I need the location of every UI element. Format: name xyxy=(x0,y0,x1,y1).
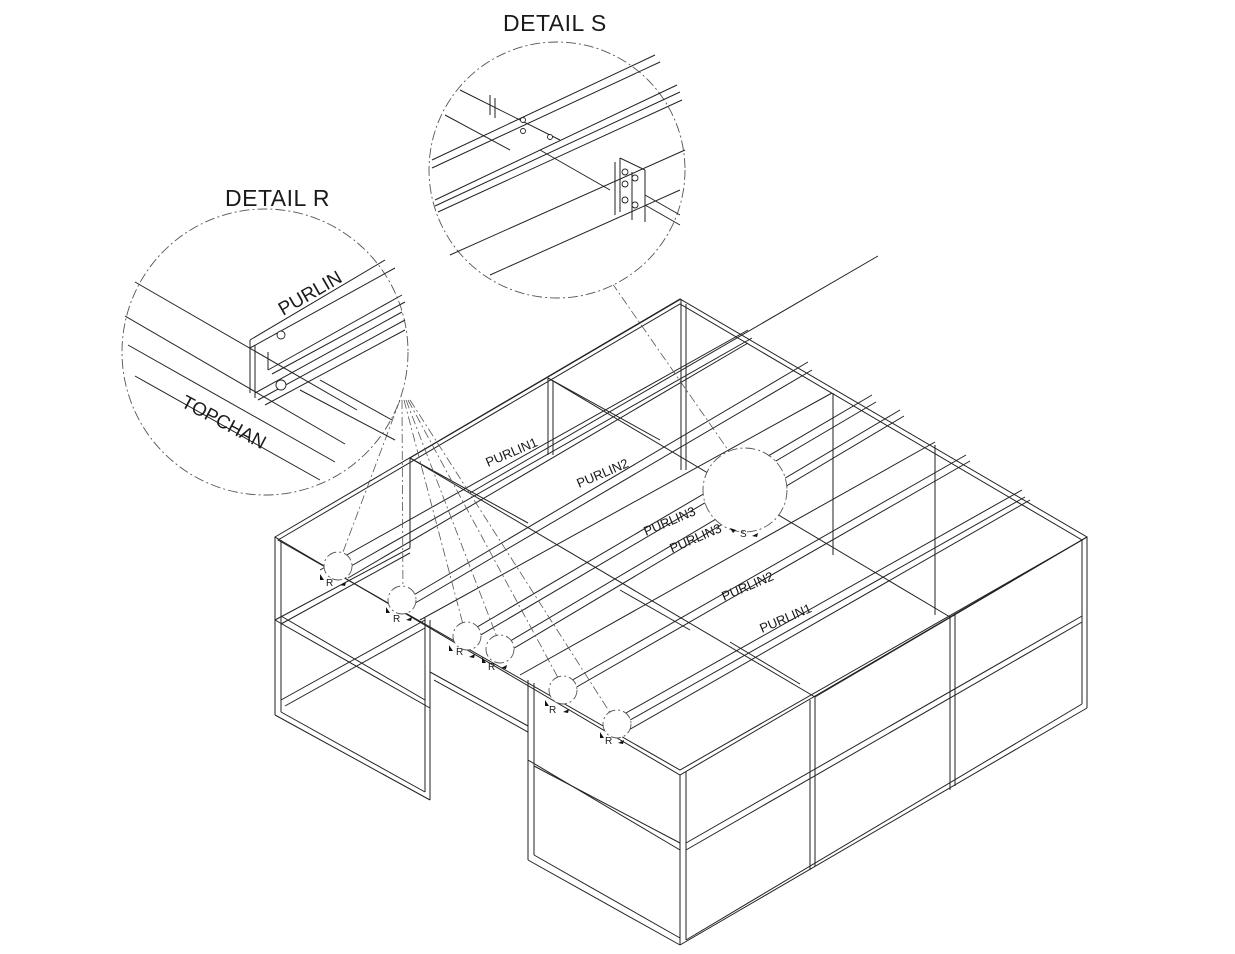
detail-reference-circles xyxy=(323,447,788,739)
detail-r-marker-1 xyxy=(323,551,353,581)
detail-r-marker-5 xyxy=(548,675,578,705)
detail-s-title: DETAIL S xyxy=(503,10,607,36)
detail-r-title: DETAIL R xyxy=(225,185,330,211)
marker-r-3: R xyxy=(456,647,463,658)
detail-s-view xyxy=(428,41,686,299)
building-frame xyxy=(274,255,1088,946)
marker-r-2: R xyxy=(393,614,400,625)
marker-r-4: R xyxy=(488,662,495,673)
marker-r-5: R xyxy=(549,705,556,716)
purlin2-back-label: PURLIN2 xyxy=(574,455,630,490)
detail-r-view xyxy=(121,208,409,496)
detail-r-marker-3 xyxy=(452,621,482,651)
detail-s-marker xyxy=(702,447,788,533)
detail-r-marker-4 xyxy=(485,634,515,664)
detail-r-marker-2 xyxy=(387,585,417,615)
purlin2-front-label: PURLIN2 xyxy=(719,568,775,603)
detail-leader-lines xyxy=(339,282,736,723)
marker-r-1: R xyxy=(326,578,333,589)
marker-r-6: R xyxy=(605,736,612,747)
detail-r-marker-6 xyxy=(602,709,632,739)
purlin1-back-label: PURLIN1 xyxy=(483,434,539,469)
marker-arrows xyxy=(320,528,758,744)
marker-s: S xyxy=(740,529,747,540)
purlin1-front-label: PURLIN1 xyxy=(757,600,813,635)
